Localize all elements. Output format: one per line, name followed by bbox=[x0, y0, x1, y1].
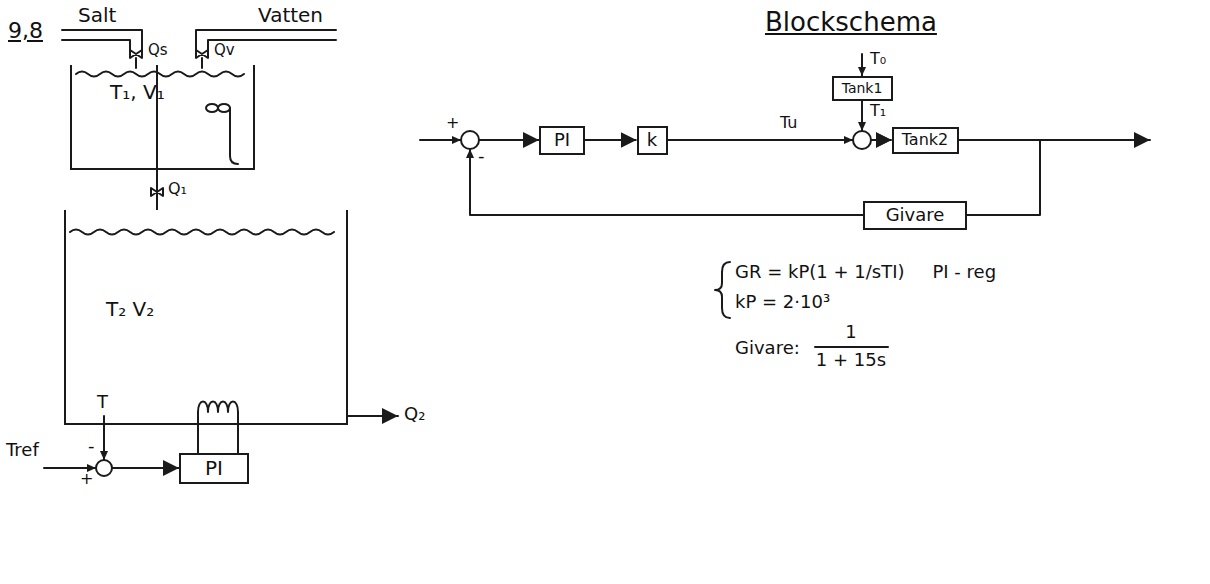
arrow-head bbox=[100, 451, 108, 460]
node-text: Tank1 bbox=[842, 80, 883, 96]
summing-junction bbox=[853, 131, 871, 149]
outlet-pipe bbox=[348, 415, 398, 417]
annotation-text: Q₂ bbox=[404, 404, 425, 425]
annotation-text: Vatten bbox=[258, 4, 323, 27]
annotation-text: Salt bbox=[78, 4, 116, 27]
brace bbox=[715, 262, 730, 318]
liquid-surface bbox=[76, 72, 244, 77]
block-box: k bbox=[637, 126, 668, 155]
block-box: Tank2 bbox=[892, 127, 959, 154]
block-box: PI bbox=[539, 126, 585, 155]
water-pipe bbox=[196, 30, 336, 68]
coil-wire bbox=[198, 412, 238, 454]
node-text: PI bbox=[205, 457, 223, 480]
block-box: Givare bbox=[863, 201, 967, 230]
signal-name: T₁ bbox=[870, 102, 886, 120]
node-text: T₁, V₁ bbox=[110, 81, 165, 104]
node-text: PI bbox=[554, 130, 570, 151]
fraction-bar bbox=[815, 346, 888, 348]
salt-pipe bbox=[62, 30, 142, 68]
controller-input bbox=[112, 467, 179, 469]
annotation-text: - bbox=[88, 436, 95, 457]
annotation-text: 9,8 bbox=[8, 18, 43, 43]
annotation-text: + bbox=[446, 114, 459, 132]
signal-connector bbox=[959, 140, 1041, 215]
arrow-head bbox=[844, 136, 853, 144]
stirrer bbox=[206, 104, 218, 112]
diagram-title: Blockschema bbox=[765, 8, 937, 38]
tank-wall bbox=[71, 65, 254, 169]
annotation-text: PI - reg bbox=[932, 262, 996, 283]
node-text: Givare bbox=[886, 205, 945, 226]
signal-name: Tu bbox=[780, 114, 797, 132]
annotation-text: GR = kP(1 + 1/sTI) bbox=[735, 262, 904, 283]
liquid-surface bbox=[70, 230, 334, 235]
valve-symbol bbox=[196, 50, 208, 58]
heating-coil bbox=[198, 402, 238, 413]
node-text: T₂ V₂ bbox=[106, 298, 154, 321]
node-text: Tank2 bbox=[902, 131, 949, 149]
annotation-text: T bbox=[97, 392, 108, 413]
summing-junction bbox=[96, 460, 112, 476]
arrow-head bbox=[466, 149, 474, 158]
summing-junction bbox=[461, 131, 479, 149]
block-box: PI bbox=[179, 453, 249, 484]
block-box: Tank1 bbox=[832, 76, 893, 101]
valve-symbol bbox=[151, 188, 163, 196]
arrow-head bbox=[452, 136, 461, 144]
valve-symbol bbox=[130, 50, 142, 58]
arrow-head bbox=[858, 122, 866, 131]
annotation-text: kP = 2·10³ bbox=[735, 292, 830, 313]
tank-wall bbox=[65, 210, 347, 424]
annotation-text: T₀ bbox=[870, 50, 886, 68]
annotation-text: Qv bbox=[214, 42, 235, 59]
node-text: k bbox=[647, 130, 657, 151]
annotation-text: Givare: bbox=[735, 338, 800, 359]
annotation-text: 1 bbox=[845, 322, 856, 343]
annotation-text: 1 + 15s bbox=[816, 350, 886, 371]
annotation-text: - bbox=[478, 146, 485, 167]
stirrer bbox=[218, 104, 230, 112]
annotation-text: Tref bbox=[6, 440, 39, 461]
annotation-text: + bbox=[80, 470, 93, 488]
stirrer-shaft bbox=[230, 108, 238, 164]
annotation-text: Qs bbox=[148, 42, 168, 59]
signal-connector bbox=[585, 139, 637, 141]
annotation-text: Q₁ bbox=[168, 180, 187, 198]
